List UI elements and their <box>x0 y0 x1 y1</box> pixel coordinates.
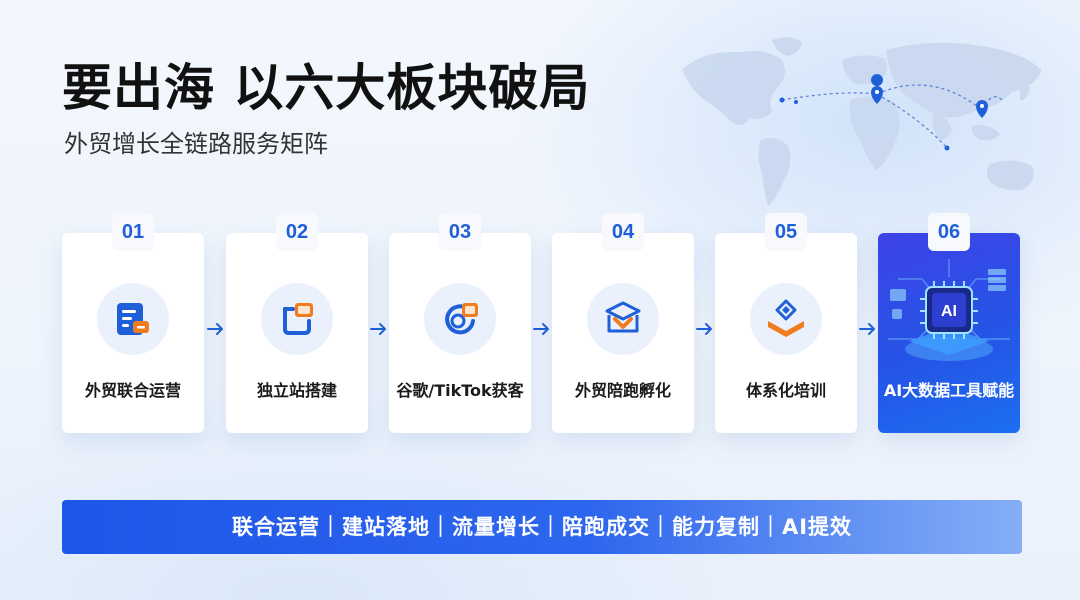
card-label: AI大数据工具赋能 <box>883 381 1015 400</box>
card-number: 02 <box>276 213 318 251</box>
card-label: 独立站搭建 <box>256 381 337 400</box>
card-joint-operations[interactable]: 01 外贸联合运营 <box>62 213 204 433</box>
search-chart-icon <box>445 303 478 335</box>
arrow-right-icon <box>207 323 223 335</box>
arrow-right-icon <box>370 323 386 335</box>
summary-banner: 联合运营｜建站落地｜流量增长｜陪跑成交｜能力复制｜AI提效 <box>62 500 1022 554</box>
ai-chip-icon: AI <box>888 259 1010 361</box>
arrow-right-icon <box>696 323 712 335</box>
world-map-icon <box>682 37 1042 206</box>
card-training[interactable]: 05 体系化培训 <box>715 213 857 433</box>
card-google-tiktok[interactable]: 03 谷歌/TikTok获客 <box>389 213 531 433</box>
arrow-right-icon <box>859 323 875 335</box>
chip-text: AI <box>941 303 957 320</box>
card-label: 外贸陪跑孵化 <box>574 381 671 400</box>
card-label: 外贸联合运营 <box>84 381 181 400</box>
arrow-right-icon <box>533 323 549 335</box>
card-number: 04 <box>602 213 644 251</box>
document-icon <box>117 303 149 335</box>
card-label: 体系化培训 <box>745 381 826 400</box>
card-website-building[interactable]: 02 独立站搭建 <box>226 213 368 433</box>
card-label: 谷歌/TikTok获客 <box>396 381 524 400</box>
website-icon <box>283 303 313 335</box>
training-book-icon <box>768 299 804 337</box>
card-number: 06 <box>928 213 970 251</box>
card-number: 05 <box>765 213 807 251</box>
card-number: 01 <box>112 213 154 251</box>
page-subtitle: 外贸增长全链路服务矩阵 <box>64 130 328 158</box>
incubation-icon <box>605 301 641 333</box>
card-number: 03 <box>439 213 481 251</box>
page-title: 要出海 以六大板块破局 <box>62 59 591 117</box>
card-incubation[interactable]: 04 外贸陪跑孵化 <box>552 213 694 433</box>
card-ai-tools[interactable]: 06 AI AI大数据工 <box>878 213 1020 433</box>
